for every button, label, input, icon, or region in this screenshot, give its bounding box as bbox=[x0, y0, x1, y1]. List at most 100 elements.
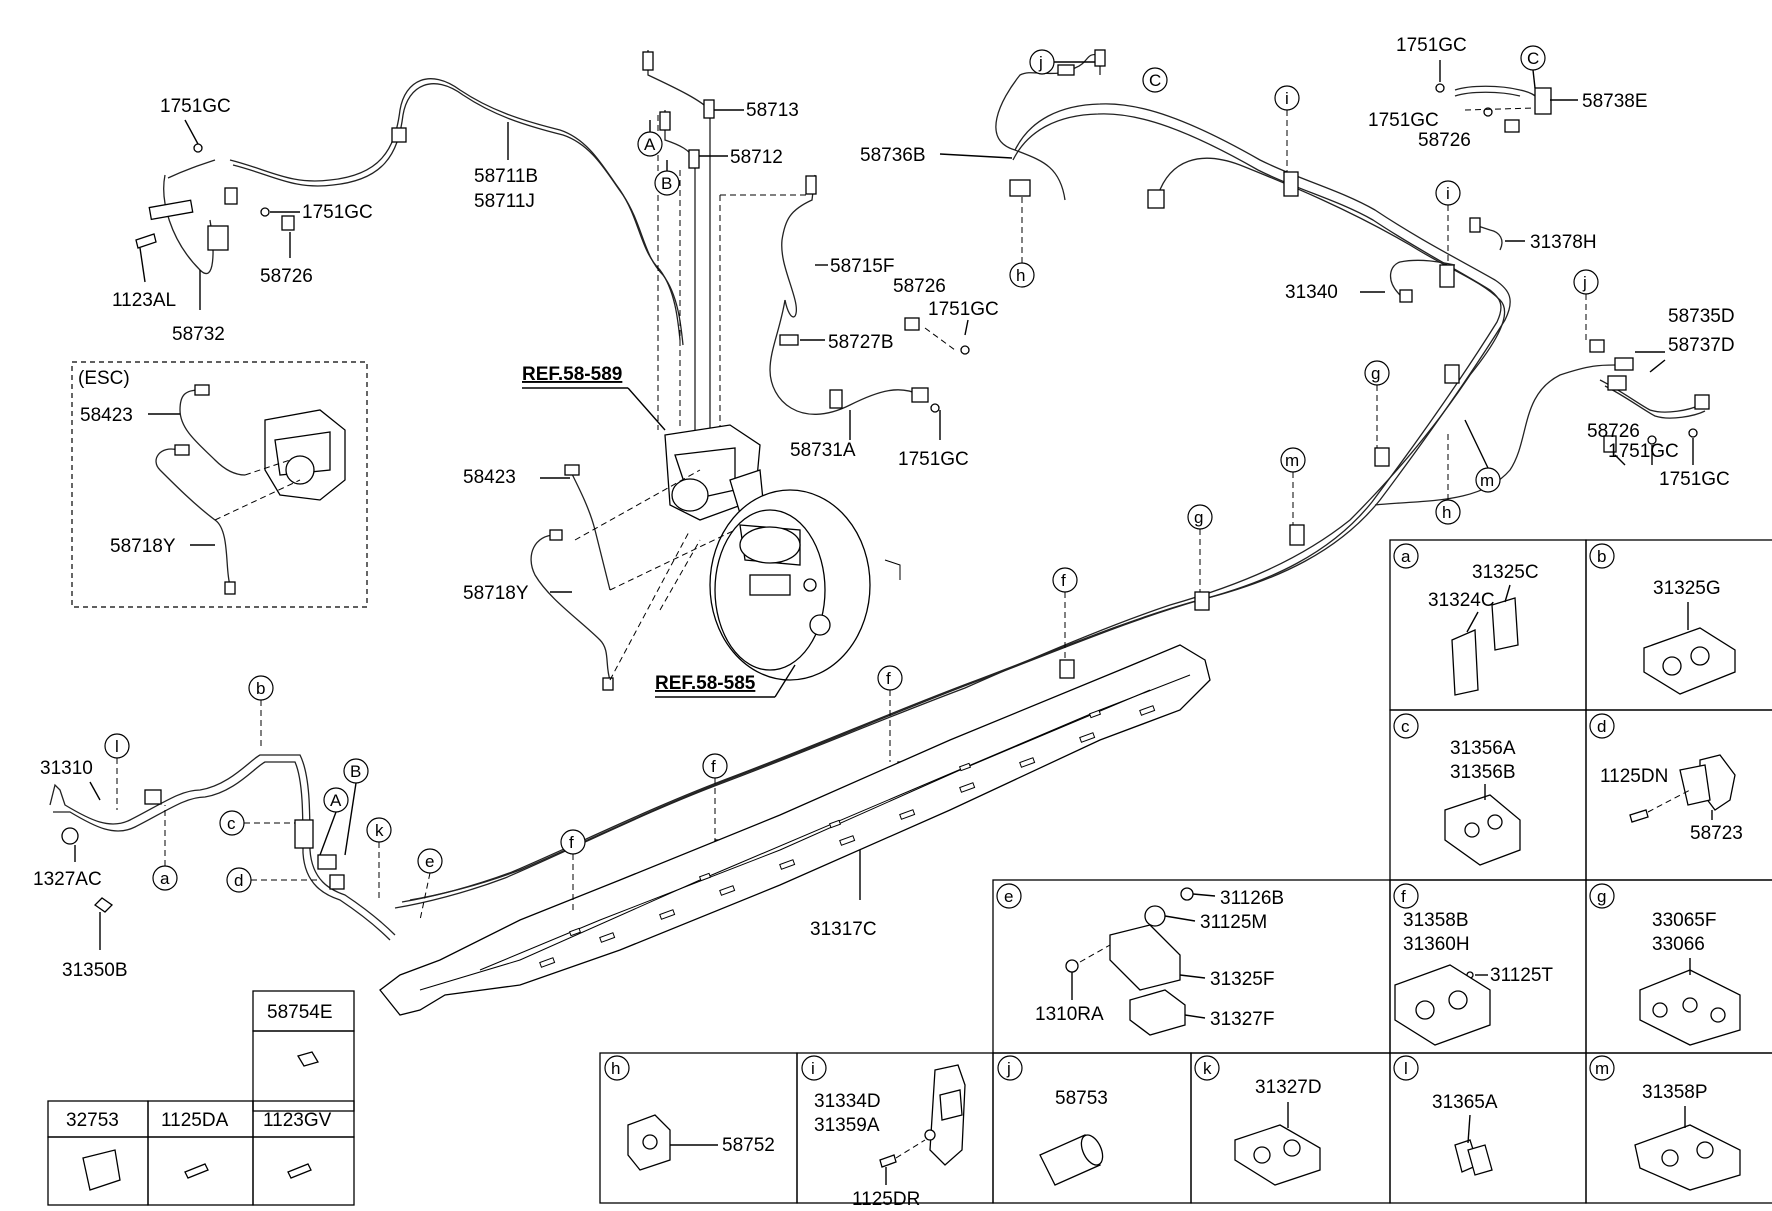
svg-text:31358B: 31358B bbox=[1403, 910, 1469, 931]
bubble-f: f bbox=[877, 665, 903, 691]
panel-f: f 31358B 31360H 31125T bbox=[1393, 883, 1553, 1046]
bubble-g: g bbox=[1364, 360, 1390, 386]
svg-text:d: d bbox=[234, 871, 243, 890]
svg-text:k: k bbox=[375, 821, 384, 840]
label-1751GC: 1751GC bbox=[1659, 469, 1730, 490]
tube-58715F-58731A: 58715F 58726 1751GC 58727B 58731A 1751GC bbox=[719, 174, 999, 470]
label-1751GC: 1751GC bbox=[160, 96, 231, 117]
label-58754E: 58754E bbox=[267, 1002, 333, 1023]
svg-text:g: g bbox=[1597, 887, 1606, 906]
svg-text:31359A: 31359A bbox=[814, 1115, 880, 1136]
svg-text:e: e bbox=[425, 852, 434, 871]
svg-text:58723: 58723 bbox=[1690, 823, 1743, 844]
label-1751GC: 1751GC bbox=[1608, 441, 1679, 462]
label-ref-58-585: REF.58-585 bbox=[655, 673, 756, 694]
front-lines-31310: 31310 1327AC 31350B bbox=[33, 754, 396, 981]
panel-d: d 1125DN 58723 bbox=[1589, 713, 1743, 844]
label-58726: 58726 bbox=[893, 276, 946, 297]
label-1751GC: 1751GC bbox=[302, 202, 373, 223]
svg-text:B: B bbox=[661, 174, 672, 193]
label-31310: 31310 bbox=[40, 758, 93, 779]
bubble-f: f bbox=[560, 829, 586, 855]
bubble-i: i bbox=[1435, 180, 1461, 206]
panel-l: l 31365A bbox=[1393, 1055, 1498, 1176]
svg-text:f: f bbox=[886, 669, 891, 688]
label-58718Y: 58718Y bbox=[463, 583, 529, 604]
svg-text:A: A bbox=[644, 135, 656, 154]
svg-text:31324C: 31324C bbox=[1428, 590, 1495, 611]
svg-text:m: m bbox=[1285, 451, 1299, 470]
bubble-d: d bbox=[226, 867, 252, 893]
hose-58735D-58737D: 58735D 58737D 58726 1751GC 1751GC bbox=[1374, 306, 1735, 506]
parts-panels-bottom: h 58752 i 31334D 31359A 1125DR j 58753 k… bbox=[599, 1052, 1772, 1210]
label-31317C: 31317C bbox=[810, 919, 877, 940]
svg-text:b: b bbox=[1597, 547, 1606, 566]
label-58423: 58423 bbox=[463, 467, 516, 488]
svg-text:j: j bbox=[1038, 53, 1043, 72]
bubble-B: B bbox=[654, 170, 680, 196]
label-58727B: 58727B bbox=[828, 332, 894, 353]
panel-c: c 31356A 31356B bbox=[1393, 713, 1521, 866]
bubble-C: C bbox=[1520, 45, 1546, 71]
svg-text:31358P: 31358P bbox=[1642, 1082, 1708, 1103]
svg-text:31125M: 31125M bbox=[1200, 912, 1267, 933]
svg-text:g: g bbox=[1371, 364, 1380, 383]
bubble-g: g bbox=[1187, 504, 1213, 530]
panel-i: i 31334D 31359A 1125DR bbox=[801, 1055, 966, 1210]
label-31340: 31340 bbox=[1285, 282, 1338, 303]
svg-text:i: i bbox=[1285, 89, 1289, 108]
svg-text:1125DN: 1125DN bbox=[1600, 766, 1668, 787]
panel-b: b 31325G bbox=[1589, 543, 1736, 695]
tube-58711: 58711B 58711J bbox=[229, 78, 684, 346]
label-58726: 58726 bbox=[260, 266, 313, 287]
tubes-58713-58712: 58713 58712 bbox=[642, 50, 799, 430]
svg-text:h: h bbox=[1016, 266, 1025, 285]
panel-a: a 31325C 31324C bbox=[1393, 543, 1539, 696]
esc-inset: (ESC) 58423 58718Y bbox=[71, 361, 368, 608]
svg-text:f: f bbox=[711, 757, 716, 776]
label-ref-58-589: REF.58-589 bbox=[522, 364, 622, 385]
svg-text:f: f bbox=[569, 833, 574, 852]
svg-text:j: j bbox=[1582, 273, 1587, 292]
svg-text:b: b bbox=[256, 679, 265, 698]
svg-text:33066: 33066 bbox=[1652, 934, 1705, 955]
bubble-j: j bbox=[1573, 269, 1599, 295]
bubble-f: f bbox=[702, 753, 728, 779]
svg-text:58752: 58752 bbox=[722, 1135, 775, 1156]
svg-text:31356A: 31356A bbox=[1450, 738, 1516, 759]
svg-text:31356B: 31356B bbox=[1450, 762, 1516, 783]
tube-31378H: 31378H 31340 bbox=[1285, 217, 1597, 303]
label-58726: 58726 bbox=[1587, 421, 1640, 442]
svg-text:k: k bbox=[1203, 1059, 1212, 1078]
svg-text:i: i bbox=[811, 1059, 815, 1078]
svg-text:31334D: 31334D bbox=[814, 1091, 881, 1112]
panel-h: h 58752 bbox=[604, 1055, 775, 1171]
label-58732: 58732 bbox=[172, 324, 225, 345]
label-31378H: 31378H bbox=[1530, 232, 1597, 253]
frame-rail-31317C: 31317C bbox=[379, 644, 1211, 1016]
svg-text:j: j bbox=[1006, 1059, 1011, 1078]
svg-text:l: l bbox=[115, 737, 119, 756]
bubble-b: b bbox=[248, 675, 274, 701]
svg-text:31365A: 31365A bbox=[1432, 1092, 1498, 1113]
bubble-f: f bbox=[1052, 567, 1078, 593]
svg-text:58753: 58753 bbox=[1055, 1088, 1108, 1109]
svg-text:g: g bbox=[1194, 508, 1203, 527]
label-58736B: 58736B bbox=[860, 145, 926, 166]
svg-text:c: c bbox=[227, 814, 236, 833]
label-58735D: 58735D bbox=[1668, 306, 1735, 327]
bubble-k: k bbox=[366, 817, 392, 843]
bubble-C: C bbox=[1142, 67, 1168, 93]
label-58731A: 58731A bbox=[790, 440, 856, 461]
svg-text:l: l bbox=[1404, 1059, 1408, 1078]
label-58711J: 58711J bbox=[474, 191, 535, 212]
svg-text:31360H: 31360H bbox=[1403, 934, 1470, 955]
svg-text:1310RA: 1310RA bbox=[1035, 1004, 1104, 1025]
label-58738E: 58738E bbox=[1582, 91, 1648, 112]
label-58718Y: 58718Y bbox=[110, 536, 176, 557]
panel-g: g 33065F 33066 bbox=[1589, 883, 1741, 1046]
svg-text:C: C bbox=[1149, 71, 1161, 90]
hose-58738E: 1751GC 1751GC 58726 58738E bbox=[1368, 35, 1648, 151]
panel-j: j 58753 bbox=[997, 1055, 1108, 1186]
svg-text:1125DR: 1125DR bbox=[852, 1189, 920, 1210]
